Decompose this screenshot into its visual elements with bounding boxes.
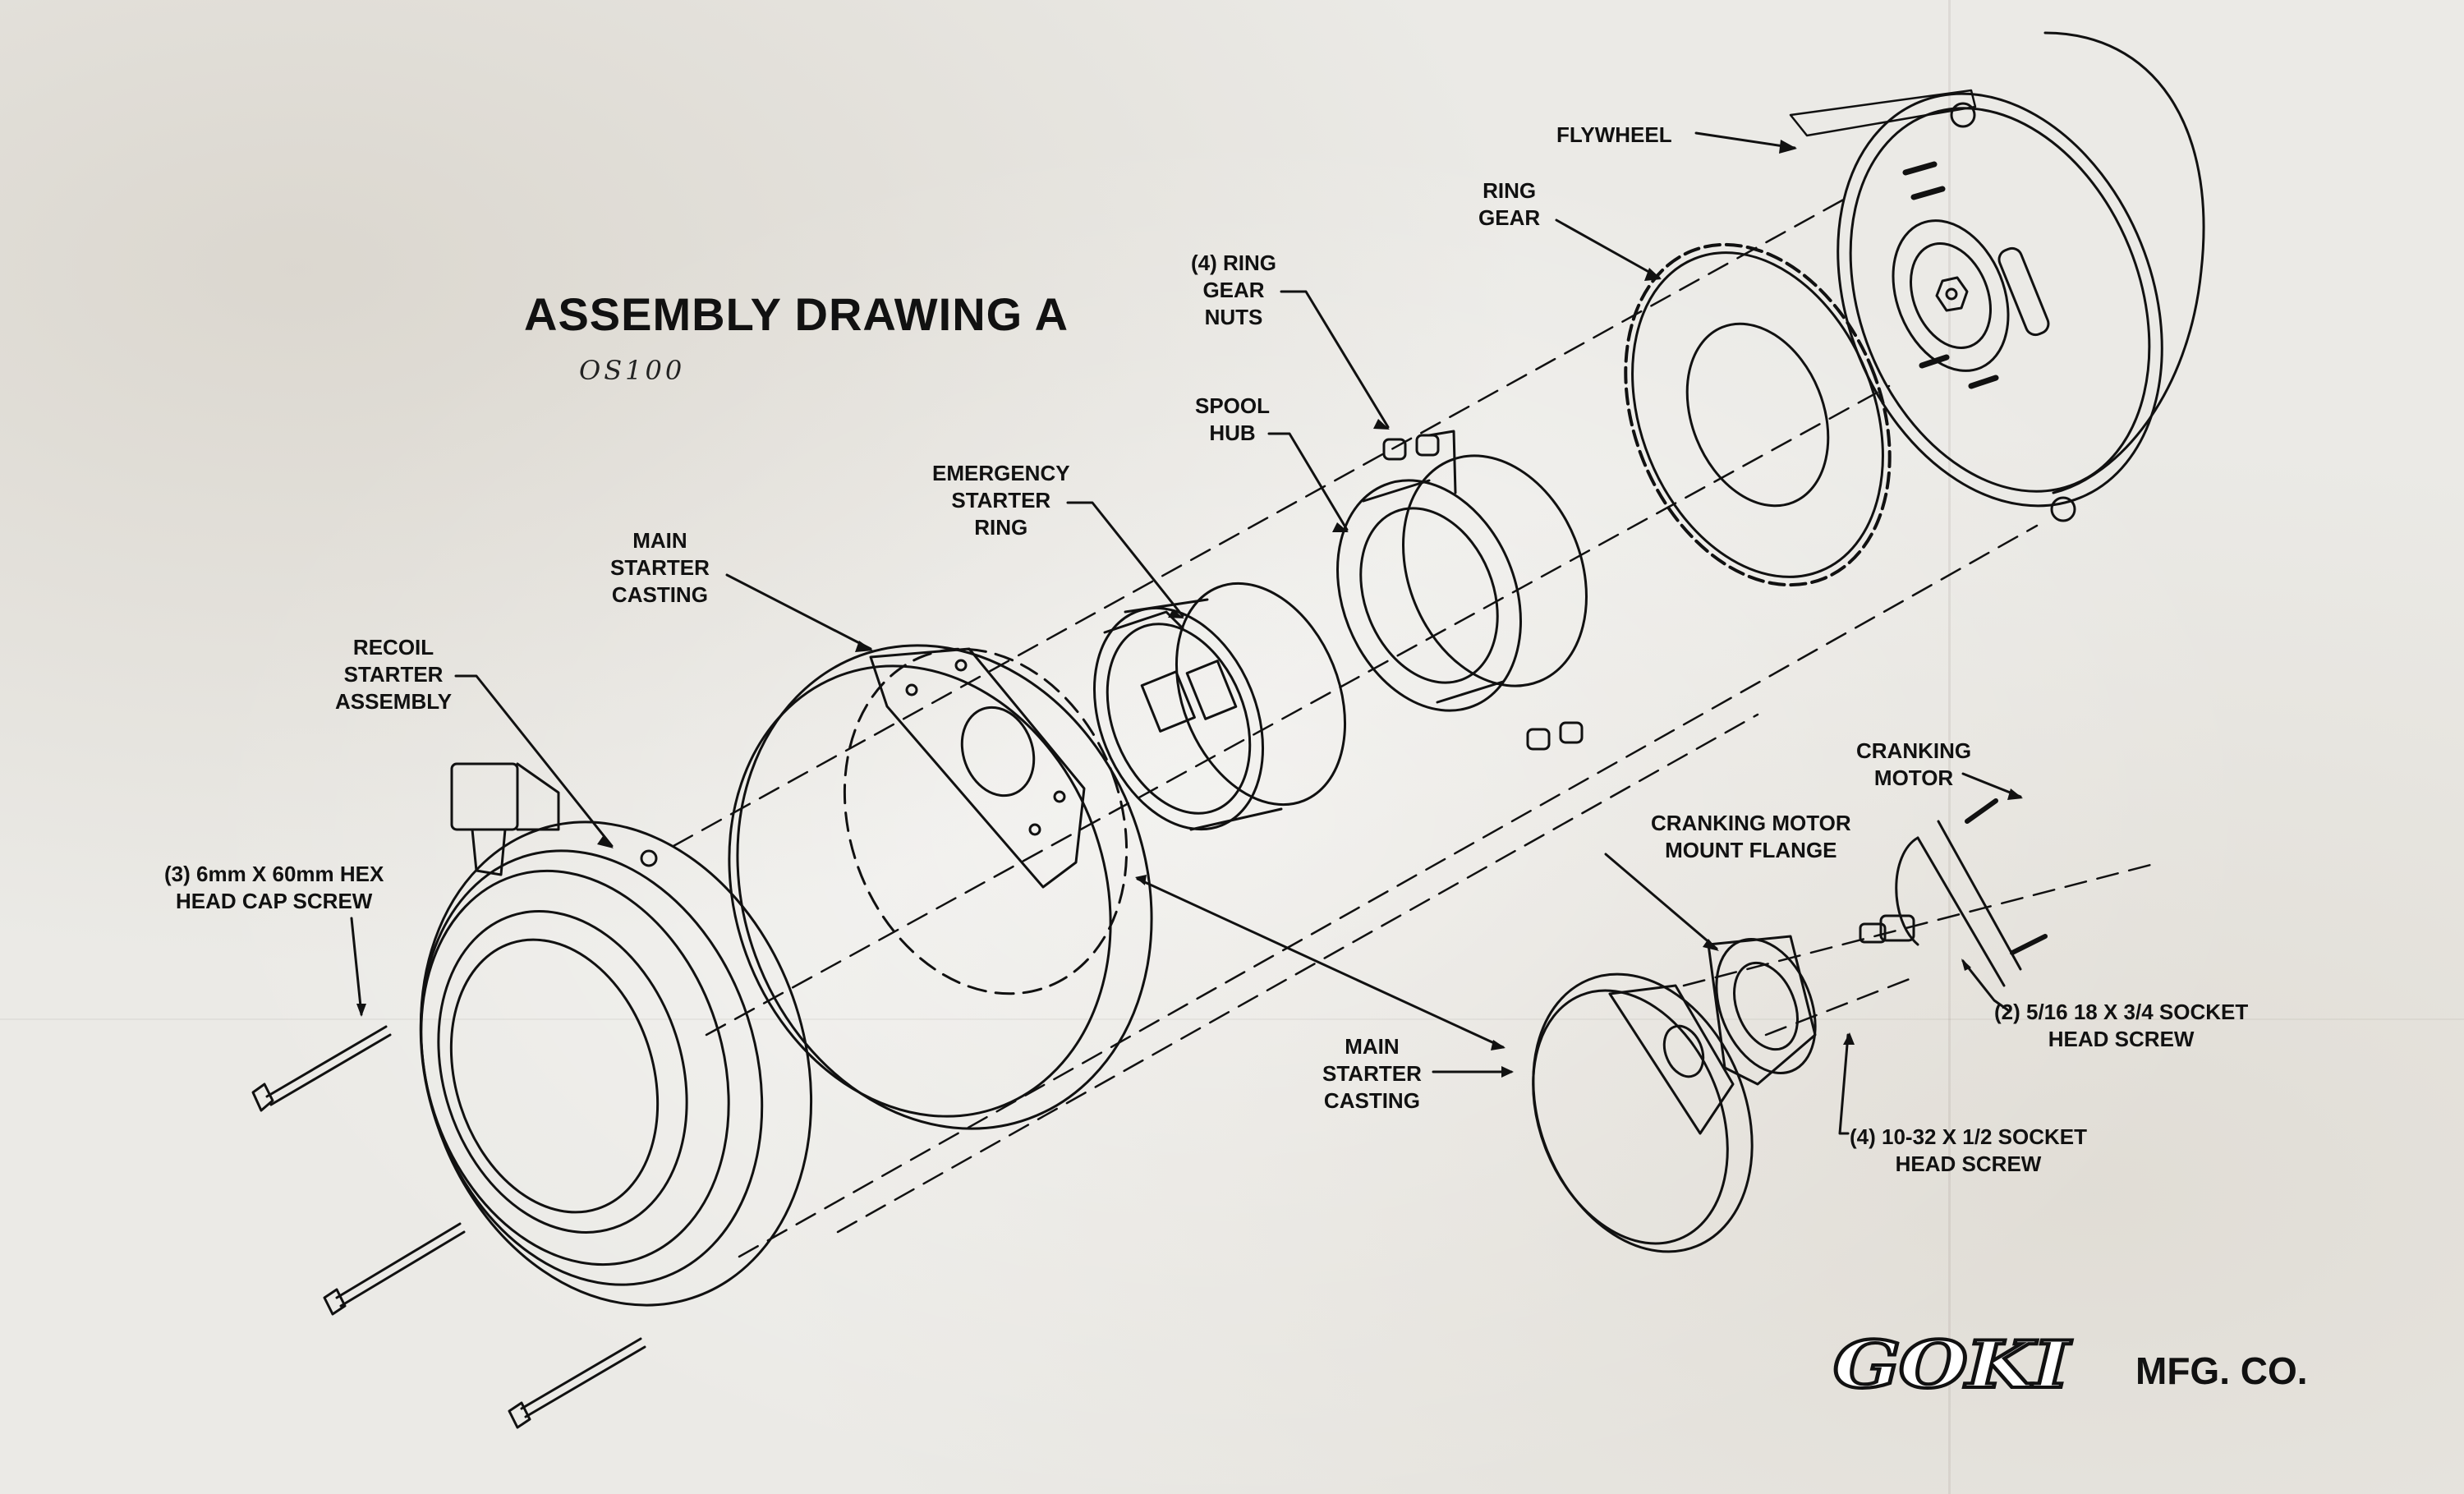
arrow-heads	[356, 140, 2023, 1078]
leader-lines	[350, 131, 2022, 1135]
assembly-axis-lines	[672, 195, 2162, 1258]
label-flywheel: FLYWHEEL	[1556, 122, 1672, 147]
label-main-starter-casting-bottom: MAIN STARTER CASTING	[1322, 1034, 1422, 1113]
main-starter-casting-top	[728, 644, 1153, 1130]
label-recoil-starter-assembly: RECOIL STARTER ASSEMBLY	[335, 635, 453, 714]
label-socket-head-screw-5-16: (2) 5/16 18 X 3/4 SOCKET HEAD SCREW	[1994, 1000, 2249, 1051]
label-cranking-motor: CRANKING MOTOR	[1856, 738, 1972, 790]
paper-fold-vertical	[1948, 0, 1951, 1494]
hex-head-cap-screws	[251, 1025, 646, 1429]
label-hex-head-cap-screw: (3) 6mm X 60mm HEX HEAD CAP SCREW	[164, 862, 384, 913]
main-starter-casting-bottom	[1532, 972, 1754, 1253]
ring-gear-nuts	[1382, 430, 1584, 751]
emergency-starter-ring	[1092, 582, 1347, 831]
flywheel	[1789, 31, 2205, 522]
handwritten-note: OS100	[579, 355, 686, 386]
label-cranking-motor-mount-flange: CRANKING MOTOR MOUNT FLANGE	[1651, 811, 1851, 862]
label-emergency-starter-ring: EMERGENCY STARTER RING	[932, 461, 1070, 540]
cranking-motor-mount-flange	[1707, 935, 1817, 1086]
recoil-starter-assembly	[419, 762, 813, 1307]
ring-gear	[1624, 242, 1892, 587]
cranking-motor	[1859, 798, 2048, 987]
drawing-title: ASSEMBLY DRAWING A	[524, 288, 1069, 340]
brand-suffix: MFG. CO.	[2135, 1349, 2308, 1392]
label-main-starter-casting-top: MAIN STARTER CASTING	[610, 528, 710, 607]
label-ring-gear-nuts: (4) RING GEAR NUTS	[1191, 251, 1276, 329]
label-socket-head-screw-10-32: (4) 10-32 X 1/2 SOCKET HEAD SCREW	[1850, 1124, 2087, 1176]
paper-fold-horizontal	[0, 1018, 2464, 1020]
label-ring-gear: RING GEAR	[1478, 178, 1541, 230]
spool-hub	[1336, 454, 1588, 712]
label-spool-hub: SPOOL HUB	[1195, 393, 1271, 445]
goki-logo: GOKI	[1832, 1325, 2072, 1404]
